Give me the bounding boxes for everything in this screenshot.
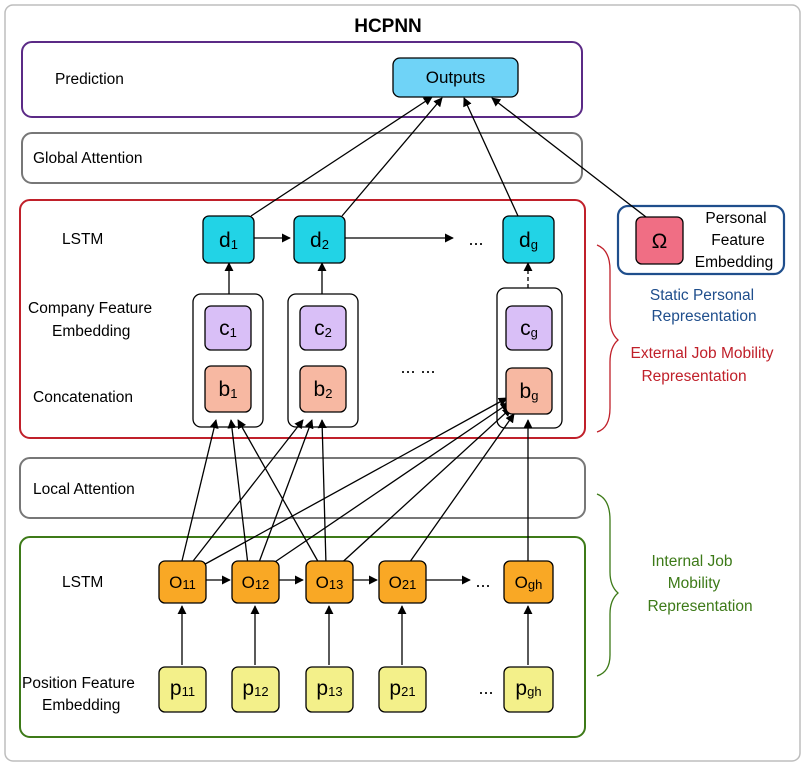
d-ellipsis: ...	[468, 229, 483, 249]
d2-node	[293, 215, 346, 264]
omega-symbol: Ω	[652, 230, 668, 253]
external-brace	[596, 244, 619, 433]
edge-o21-bg	[406, 413, 515, 567]
o-ellipsis: ...	[475, 571, 490, 591]
edge-o12-bg	[265, 402, 510, 569]
internal-annotation-line2: Mobility	[668, 575, 721, 592]
bg-label: bg	[520, 380, 539, 403]
edge-o12-b1	[227, 419, 249, 566]
global-attention-label: Global Attention	[33, 150, 142, 167]
p11-node	[158, 666, 207, 713]
ogh-label: Ogh	[515, 573, 543, 592]
group-ellipsis: ... ...	[400, 357, 435, 377]
outputs-label: Outputs	[426, 68, 486, 87]
edge-o13-b2	[317, 419, 327, 566]
b2-label: b2	[314, 378, 333, 401]
edge-o11-bg	[197, 397, 508, 569]
lower-lstm-label: LSTM	[62, 574, 103, 591]
personal-label-line1: Personal	[705, 210, 766, 227]
edge-o13-bg	[335, 407, 512, 569]
concatenation-label: Concatenation	[33, 389, 133, 406]
company-feature-label-line2: Embedding	[52, 323, 130, 340]
position-feature-label-line2: Embedding	[42, 697, 120, 714]
p12-node	[231, 666, 280, 713]
personal-label-line3: Embedding	[695, 254, 773, 271]
pgh-label: pgh	[515, 677, 541, 700]
p21-node	[378, 666, 427, 713]
ogh-node	[503, 560, 554, 604]
internal-annotation-line3: Representation	[647, 598, 752, 615]
company-feature-label-line1: Company Feature	[28, 300, 152, 317]
edge-o12-b2	[257, 419, 314, 566]
cg-label: cg	[520, 317, 538, 340]
edge-dg-outputs	[463, 97, 519, 217]
static-annotation-line2: Representation	[651, 308, 756, 325]
internal-annotation-line1: Internal Job	[652, 553, 733, 570]
outputs-node	[392, 57, 519, 98]
p12-label: p12	[242, 677, 268, 700]
c2-node	[299, 305, 347, 351]
upper-lstm-label: LSTM	[62, 231, 103, 248]
o13-label: O13	[316, 573, 344, 592]
o12-node	[231, 560, 280, 604]
omega-node	[635, 216, 684, 265]
p13-label: p13	[316, 677, 342, 700]
p11-label: p11	[170, 677, 195, 700]
o11-label: O11	[169, 573, 196, 592]
edge-o11-b2	[189, 419, 304, 566]
edge-d2-outputs	[341, 97, 443, 217]
external-annotation-line1: External Job Mobility	[630, 345, 773, 362]
bg-node	[505, 367, 553, 415]
diagram-title: HCPNN	[354, 16, 422, 37]
o12-label: O12	[242, 573, 270, 592]
b1-label: b1	[219, 378, 238, 401]
edge-omega-outputs	[491, 97, 647, 218]
p-ellipsis: ...	[478, 678, 493, 698]
prediction-label: Prediction	[55, 71, 124, 88]
o11-node	[158, 560, 207, 604]
personal-label-line2: Feature	[711, 232, 764, 249]
edge-d1-outputs	[250, 96, 433, 217]
p13-node	[305, 666, 354, 713]
b1-node	[204, 365, 252, 413]
internal-brace	[596, 493, 619, 677]
local-attention-layer	[19, 457, 586, 519]
c2-label: c2	[314, 317, 332, 340]
d1-label: d1	[219, 229, 238, 252]
b2-node	[299, 365, 347, 413]
position-feature-label-line1: Position Feature	[22, 675, 135, 692]
dg-node	[502, 215, 555, 264]
external-annotation-line2: Representation	[641, 368, 746, 385]
cg-node	[505, 305, 553, 351]
c1-node	[204, 305, 252, 351]
c1-label: c1	[219, 317, 237, 340]
pgh-node	[503, 666, 554, 713]
o21-node	[378, 560, 427, 604]
edge-o11-b1	[180, 419, 219, 566]
static-annotation-line1: Static Personal	[650, 287, 754, 304]
o21-label: O21	[389, 573, 417, 592]
o13-node	[305, 560, 354, 604]
local-attention-label: Local Attention	[33, 481, 135, 498]
d2-label: d2	[310, 229, 329, 252]
d1-node	[202, 215, 255, 264]
dg-label: dg	[519, 229, 538, 252]
p21-label: p21	[389, 677, 415, 700]
